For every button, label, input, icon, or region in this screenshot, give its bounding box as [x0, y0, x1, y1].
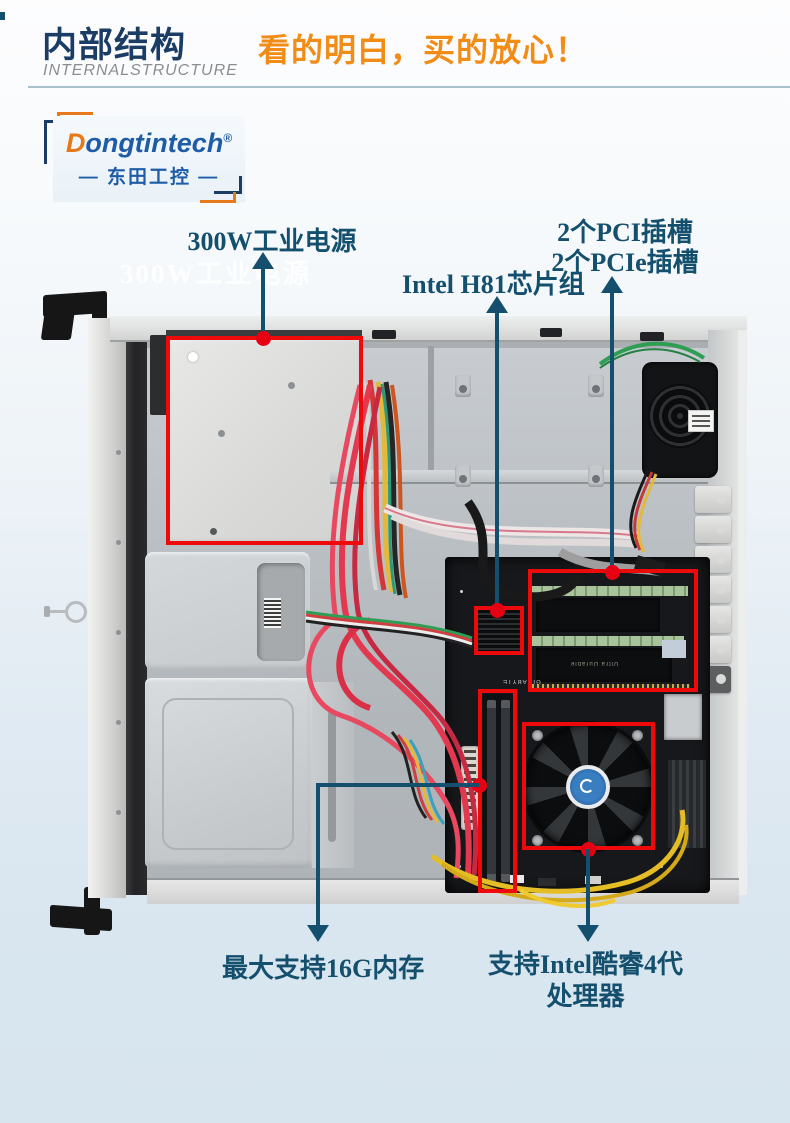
- ram-label: 最大支持16G内存: [222, 954, 425, 983]
- card-gold-contacts: [532, 684, 690, 690]
- psu-label-watermark: 300W工业电源: [120, 259, 312, 289]
- cpu-label-line1: 支持Intel酷睿4代: [487, 950, 683, 979]
- psu-callout-dot: [256, 331, 271, 346]
- io-port-block: [664, 694, 702, 740]
- pcb-dot: [460, 590, 463, 593]
- chipset-callout-dot: [490, 603, 505, 618]
- front-header: [538, 878, 556, 886]
- brand-initial: D: [65, 127, 86, 158]
- rack-handle-bottom-stub: [84, 887, 100, 935]
- floor-standoff: [588, 465, 604, 487]
- pci-label-line2: 2个PCIe插槽: [551, 248, 699, 277]
- expansion-card-edge: [532, 586, 688, 596]
- chipset-callout-line: [495, 310, 499, 610]
- expansion-card-heatsink: [536, 648, 672, 682]
- brand-rest: ongtintech: [85, 127, 224, 158]
- brand-chinese-name: — 东田工控 —: [78, 167, 220, 189]
- psu-callout-line: [261, 266, 265, 338]
- tray-side-slot: [328, 710, 336, 842]
- chipset-label: Intel H81芯片组: [402, 270, 585, 299]
- panel-screw: [116, 540, 121, 545]
- pci-callout-line: [610, 290, 614, 573]
- dimm-slot: [501, 700, 510, 882]
- psu-arrow: [252, 252, 274, 269]
- slot-cover: [695, 516, 731, 543]
- pci-label-line1: 2个PCI插槽: [557, 218, 693, 247]
- psu-screw: [218, 430, 225, 437]
- psu-highlight-rect: [166, 336, 363, 545]
- logo-bracket-top-navy: [44, 120, 60, 164]
- edge-accent-mark: [0, 12, 5, 20]
- cpu-arrow: [577, 925, 599, 942]
- panel-screw: [116, 810, 121, 815]
- header-divider: [28, 86, 790, 88]
- drive-barcode-label: [264, 598, 281, 628]
- pci-slots-highlight-rect: [528, 569, 698, 692]
- cpu-fan-hub-sticker: [566, 765, 610, 809]
- ram-callout-vline: [316, 783, 320, 925]
- floor-standoff: [455, 465, 471, 487]
- rail-clip: [540, 328, 562, 337]
- logo-bracket-bottom-orange: [200, 192, 236, 203]
- chassis-key-head: [44, 606, 50, 617]
- front-panel-gasket: [126, 323, 148, 895]
- psu-screw: [288, 382, 295, 389]
- cpu-fan-hub-logo: [580, 779, 594, 793]
- cpu-callout-line: [586, 849, 590, 925]
- floor-standoff: [455, 375, 471, 397]
- expansion-card-edge: [532, 636, 684, 646]
- cpu-highlight-rect: [522, 722, 655, 850]
- ram-arrow: [307, 925, 329, 942]
- usb-port-block: [662, 640, 686, 658]
- slot-cover: [695, 486, 731, 513]
- brand-logo: Dongtintech® — 东田工控 —: [53, 116, 245, 202]
- cooler-screw: [532, 835, 543, 846]
- top-rail-shadow: [147, 342, 739, 348]
- dimm-slot: [487, 700, 496, 882]
- page-subtitle: INTERNALSTRUCTURE: [43, 62, 238, 79]
- cage-side-wall: [428, 346, 434, 472]
- panel-screw: [116, 720, 121, 725]
- cooler-screw: [632, 730, 643, 741]
- floor-standoff: [588, 375, 604, 397]
- registered-mark: ®: [223, 130, 233, 145]
- cpu-label-line2: 处理器: [546, 982, 625, 1011]
- expansion-card-heatsink: [536, 598, 660, 632]
- chassis-front-panel: [88, 318, 126, 898]
- chipset-arrow: [486, 296, 508, 313]
- chassis-rear-edge: [738, 330, 747, 895]
- ram-callout-dot: [472, 778, 487, 793]
- slogan-text: 看的明白，买的放心！: [258, 32, 589, 68]
- front-header: [585, 876, 601, 884]
- page-title: 内部结构: [42, 26, 187, 65]
- ram-callout-hline: [316, 783, 479, 787]
- power-supply: [166, 337, 362, 545]
- rail-clip: [372, 330, 396, 339]
- psu-label: 300W工业电源: [187, 227, 357, 256]
- front-header: [510, 875, 524, 883]
- psu-screw: [210, 528, 217, 535]
- logo-bracket-bottom-navy: [214, 176, 242, 194]
- hdd-tray-outline: [162, 698, 294, 850]
- chassis-internal-photo: GIGABYTE Ultra Durable: [40, 290, 755, 945]
- panel-screw: [116, 450, 121, 455]
- panel-screw: [116, 630, 121, 635]
- cooler-screw: [532, 730, 543, 741]
- fan-sticker: [688, 410, 714, 432]
- pci-arrow: [601, 276, 623, 293]
- brand-wordmark: Dongtintech®: [65, 127, 233, 159]
- corner-bracket: [150, 335, 170, 415]
- pci-callout-dot: [605, 565, 620, 580]
- cables-graphic: [305, 341, 706, 908]
- chassis-key-pin: [48, 610, 67, 613]
- psu-screw: [188, 352, 198, 362]
- rail-clip: [640, 332, 664, 341]
- cooler-screw: [632, 835, 643, 846]
